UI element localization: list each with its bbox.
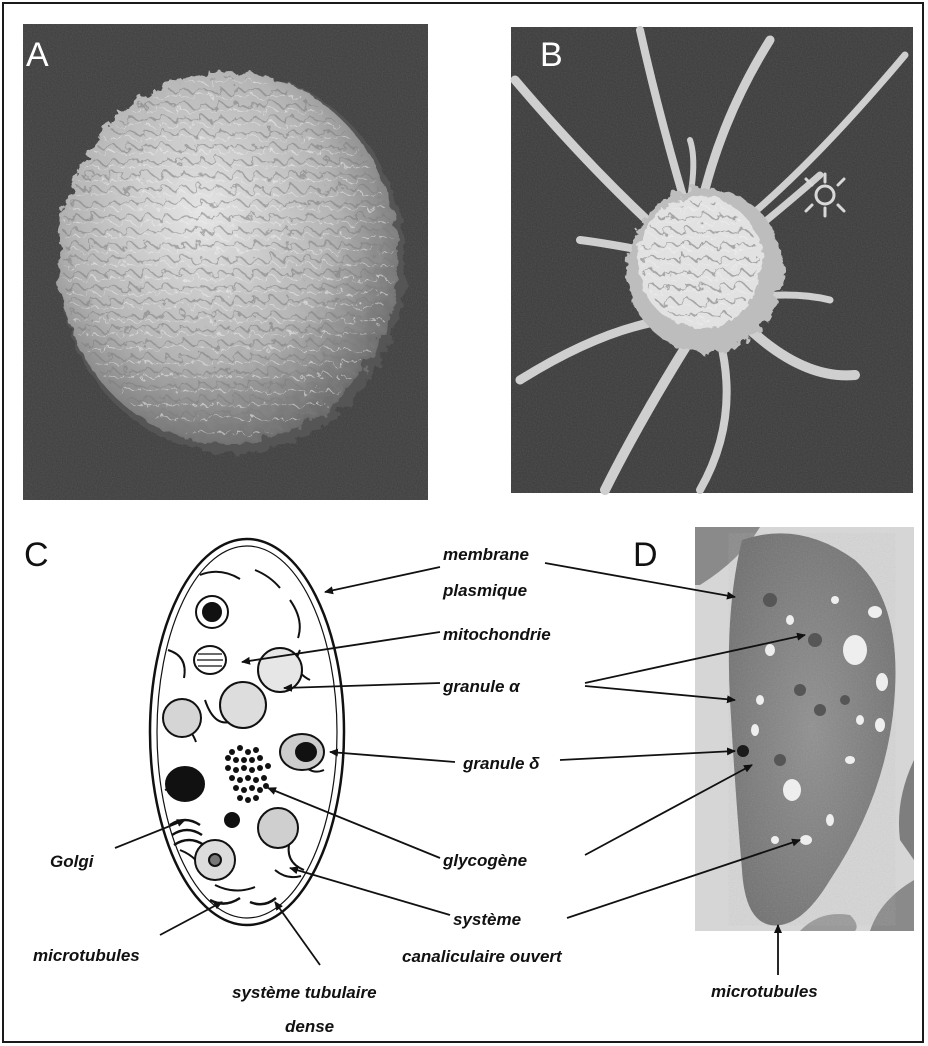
label-membrane-line1: membrane <box>443 545 529 564</box>
granule-delta-schematic-2 <box>280 734 324 770</box>
granule-delta-schematic-3 <box>166 767 204 801</box>
resting-platelet-sem <box>58 72 406 453</box>
label-microtubules-right: microtubules <box>711 982 818 1001</box>
panel-c-letter: C <box>24 536 49 574</box>
mitochondria-schematic <box>194 646 226 674</box>
panel-a-letter: A <box>26 36 49 74</box>
label-granule-delta: granule δ <box>462 754 540 773</box>
label-golgi: Golgi <box>50 852 95 871</box>
platelet-schematic <box>150 539 344 925</box>
granule-alpha-schematic-2 <box>220 682 266 728</box>
panel-a: A <box>23 24 428 500</box>
panel-d-letter: D <box>633 536 658 574</box>
granule-alpha-schematic-5 <box>195 840 235 880</box>
label-mitochondrie: mitochondrie <box>443 625 551 644</box>
panel-b: B <box>511 27 913 493</box>
label-microtubules-left: microtubules <box>33 946 140 965</box>
granule-alpha-schematic-4 <box>258 808 298 848</box>
label-granule-alpha: granule α <box>442 677 521 696</box>
label-systeme-canal-line2: canaliculaire ouvert <box>402 947 563 966</box>
granule-delta-schematic-1 <box>196 596 228 628</box>
label-membrane-line2: plasmique <box>442 581 527 600</box>
panel-b-letter: B <box>540 36 563 74</box>
panel-d: D <box>633 527 914 931</box>
small-granule-schematic <box>225 813 239 827</box>
label-glycogene: glycogène <box>442 851 527 870</box>
label-systeme-tubulaire-line1: système tubulaire <box>232 983 377 1002</box>
label-systeme-tubulaire-line2: dense <box>285 1017 334 1036</box>
granule-alpha-schematic-3 <box>163 699 201 737</box>
label-systeme-canal-line1: système <box>453 910 521 929</box>
